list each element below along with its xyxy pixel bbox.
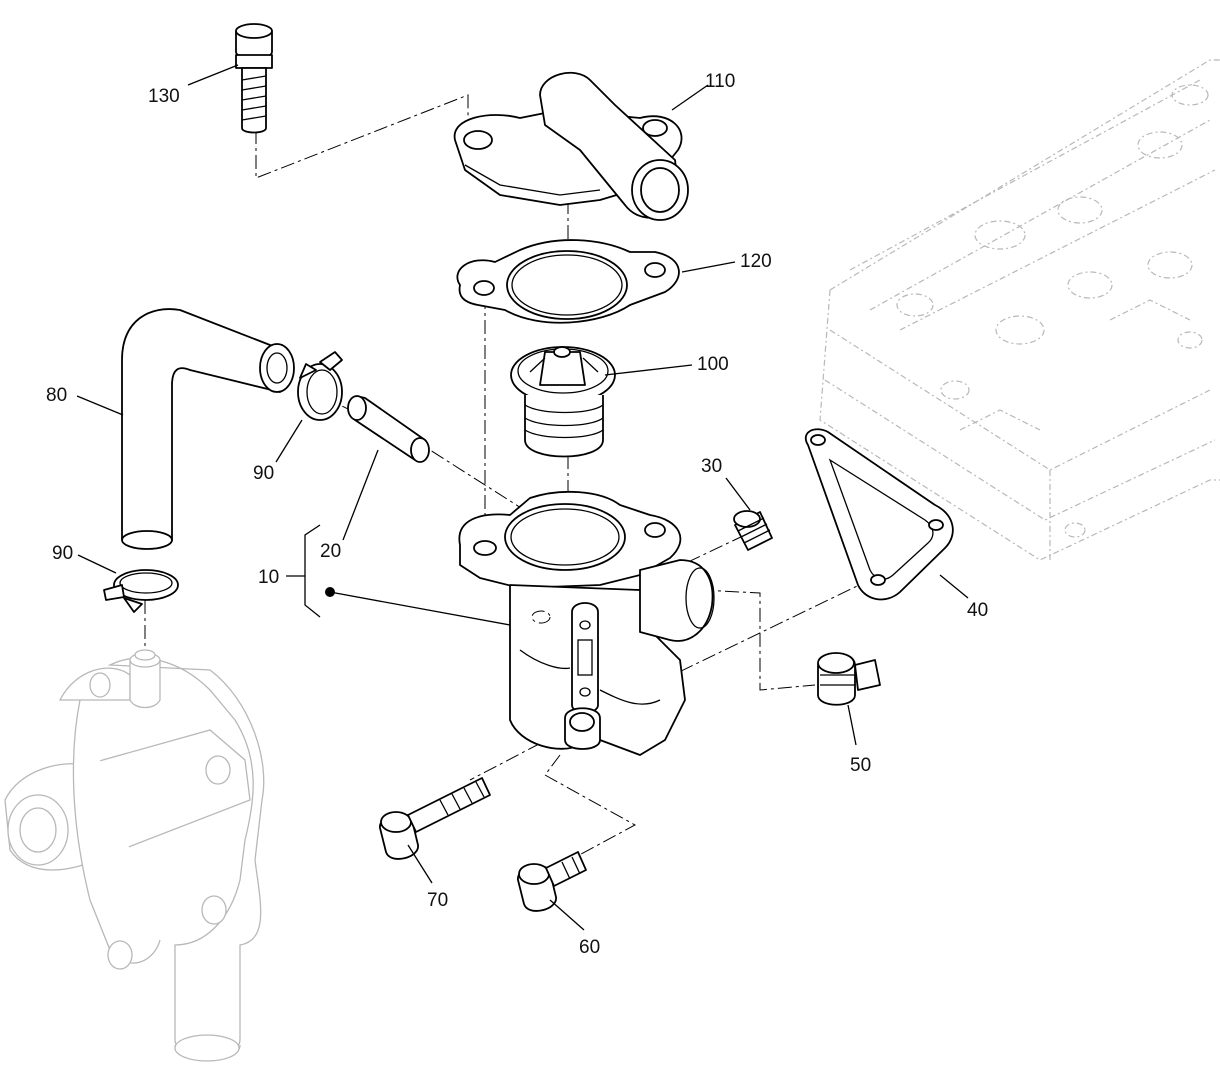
part-30-plug (733, 510, 773, 551)
callout-130: 130 (148, 86, 180, 107)
callout-100: 100 (697, 354, 729, 375)
part-20-pipe (347, 395, 430, 463)
part-10-thermostat-housing (458, 490, 715, 756)
assembly-bracket (286, 524, 511, 626)
part-50-sensor (817, 652, 881, 706)
callout-120: 120 (740, 251, 772, 272)
callout-90-lower: 90 (52, 543, 73, 564)
callout-70: 70 (427, 890, 448, 911)
water-pump-ghost (4, 649, 265, 1062)
callout-80: 80 (46, 385, 67, 406)
part-80-hose (121, 308, 295, 550)
callout-30: 30 (701, 456, 722, 477)
callout-60: 60 (579, 937, 600, 958)
part-60-bolt (517, 851, 587, 912)
part-110-outlet-elbow (453, 71, 689, 221)
part-120-gasket (456, 239, 680, 324)
callout-10: 10 (258, 567, 279, 588)
callout-90-upper: 90 (253, 463, 274, 484)
leader-lines (76, 64, 969, 931)
part-40-gasket (805, 428, 954, 601)
part-130-bolt (235, 23, 273, 134)
part-100-thermostat (510, 346, 616, 458)
part-90-clamp-upper (297, 351, 343, 421)
part-90-clamp-lower (103, 569, 179, 613)
part-70-bolt (379, 777, 491, 860)
callout-110: 110 (705, 71, 735, 92)
cylinder-head-ghost (819, 59, 1220, 561)
callout-labels: 130 110 120 100 80 90 90 20 10 30 40 50 … (46, 71, 988, 958)
callout-20: 20 (320, 541, 341, 562)
callout-40: 40 (967, 600, 988, 621)
callout-50: 50 (850, 755, 871, 776)
